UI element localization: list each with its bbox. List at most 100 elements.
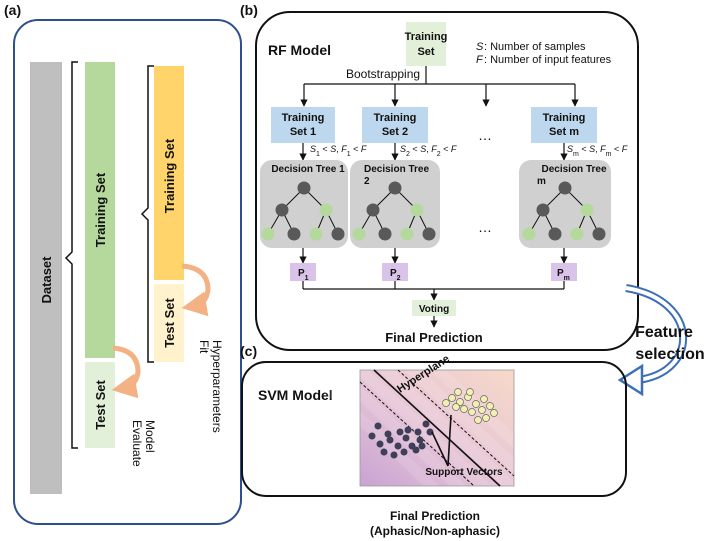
non-aphasic-point [482,414,490,422]
training-subset-line1: Training [282,112,325,124]
prediction-box [290,263,316,281]
training-set-box-line1: Training [405,31,448,43]
decision-trees [261,181,606,241]
prediction-box [551,263,577,281]
test-set-label: Test Set [93,380,108,430]
aphasic-point [414,428,422,436]
tree-node-light [261,227,275,241]
tree-node-dark [378,227,392,241]
panel-c-border [241,361,627,497]
tree-node-dark [388,181,402,195]
tree-node-light [580,203,594,217]
training-set-box-line2: Set [417,46,434,58]
non-aphasic-point [448,394,456,402]
aphasic-point [418,442,426,450]
tree-node-dark [297,181,311,195]
feature-selection-arrow-inner [625,286,686,382]
training-subset-line2: Set m [549,126,579,138]
aphasic-point [368,432,376,440]
aphasic-point [422,420,430,428]
inner-training-set-bar [154,66,184,280]
aphasic-point [416,436,424,444]
svm-stripe [378,370,518,486]
non-aphasic-point [474,416,482,424]
training-subset-box [271,107,335,143]
tree-node-dark [331,227,345,241]
decision-tree-label: Decision Tree [364,164,429,175]
margin-line-upper [397,369,515,477]
aphasic-point [380,448,388,456]
prediction-label: P2 [390,268,401,282]
training-subset-line1: Training [374,112,417,124]
decision-tree-box [350,160,440,248]
non-aphasic-point [480,395,488,403]
aphasic-point [374,422,382,430]
aphasic-point [386,436,394,444]
tree-node-dark [536,203,550,217]
training-set-bar [85,62,115,358]
feature-selection-arrowhead [617,363,644,397]
inner-training-set-label: Training Set [162,138,177,213]
non-aphasic-point [456,398,464,406]
non-aphasic-point [452,403,460,411]
test-set-bar [85,362,115,448]
decision-tree-label-2: m [537,176,546,187]
panel-a-border [13,19,242,525]
non-aphasic-point [486,402,494,410]
tree-node-light [352,227,366,241]
aphasic-point [404,426,412,434]
training-set-box [406,22,446,66]
svm-stripe [404,370,544,486]
tree-node-dark [366,203,380,217]
non-aphasic-point [466,388,474,396]
decision-tree [261,181,345,241]
decision-tree-label: Decision Tree 1 [271,164,345,175]
ellipsis-top: … [478,127,492,143]
non-aphasic-point [454,388,462,396]
training-subset-line2: Set 1 [290,126,316,138]
aphasic-point [426,428,434,436]
subset-column-2: Training Set 2 S2 < S, F2 < F Decision T… [350,107,457,282]
tree-node-dark [548,227,562,241]
decision-tree-box [260,160,348,248]
panel-b-border [255,11,639,351]
non-aphasic-point [478,406,486,414]
aphasic-point [394,442,402,450]
evaluate-label: Evaluate [130,420,144,467]
aphasic-point [412,446,420,454]
svm-plot: Hyperplane Support Vectors [300,353,570,487]
subset-condition: Sm < S, Fm < F [567,144,628,158]
legend-s-text: : Number of samples [484,41,586,53]
svm-stripe [300,370,440,486]
training-bracket [140,65,154,363]
decision-tree-label-2: 2 [364,176,370,187]
aphasic-point [384,430,392,438]
subset-column-m: Training Set m Sm < S, Fm < F Decision T… [519,107,628,282]
tree-node-light [522,227,536,241]
fit-arrow [181,263,211,317]
model-label: Model [143,420,157,453]
svm-model-title: SVM Model [258,387,333,403]
evaluate-arrow [111,345,141,399]
training-set-label: Training Set [93,172,108,247]
tree-node-light [570,227,584,241]
decision-tree-label: Decision Tree [541,164,606,175]
tree-node-light [400,227,414,241]
final-prediction-classes: (Aphasic/Non-aphasic) [370,524,500,538]
tree-node-dark [558,181,572,195]
tree-node-dark [422,227,436,241]
subset-condition: S2 < S, F2 < F [400,144,457,158]
validation-set-label: Test Set [162,298,177,348]
non-aphasic-point [468,408,476,416]
hyperplane-line [373,369,501,487]
dataset-bar [30,62,62,494]
legend-f-symbol: F [476,54,484,66]
tree-node-dark [275,203,289,217]
voting-box [412,300,456,316]
training-subset-box [531,107,597,143]
non-aphasic-point [442,399,450,407]
svm-points [368,388,498,459]
aphasic-point [376,440,384,448]
subset-condition: S1 < S, F1 < F [310,144,367,158]
bootstrapping-label: Bootstrapping [346,67,420,81]
